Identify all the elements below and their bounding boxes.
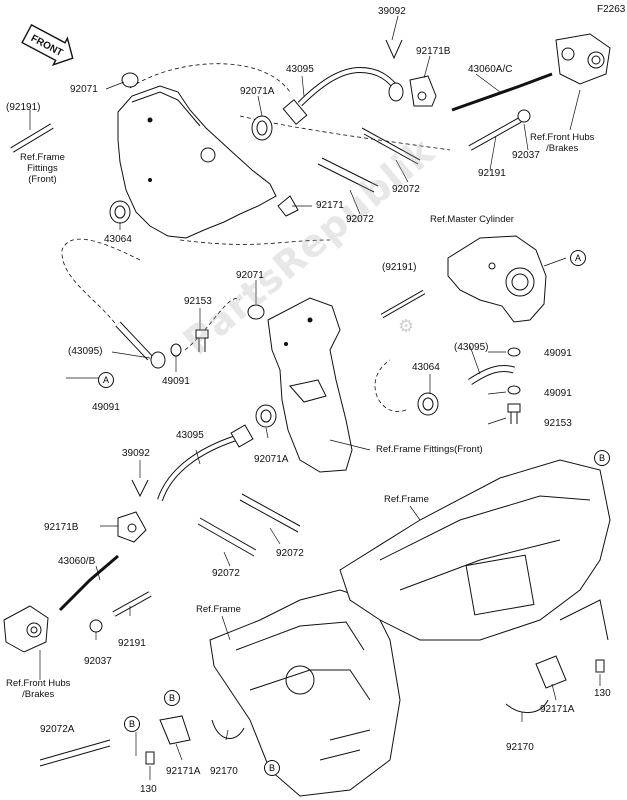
washer-49091-r1 [507, 347, 521, 357]
part-130-right: 130 [594, 688, 611, 699]
grommet-92071a-top [251, 115, 273, 141]
bolt-130-left [145, 751, 155, 765]
bolt-130-right [595, 659, 605, 673]
diagram-id: F2263 [597, 4, 626, 15]
ref-frame-fittings-mid: Ref.Frame Fittings(Front) [376, 444, 483, 455]
bolt-92153-left [195, 329, 209, 352]
part-39092-mid: 39092 [122, 448, 150, 459]
gear-icon: ⚙ [398, 316, 415, 336]
callout-b-bottom: B [264, 760, 280, 776]
part-92191-mid: (92191) [382, 262, 417, 273]
part-43095-mid: 43095 [176, 430, 204, 441]
bolt-92153-right [507, 403, 521, 424]
part-92072-d: 92072 [212, 568, 240, 579]
hose-43095-left [115, 321, 166, 369]
hose-43095-mid [157, 424, 254, 502]
part-92071-top: 92071 [70, 84, 98, 95]
part-92072a: 92072A [40, 724, 75, 735]
frame-fitting-panel-top [117, 85, 277, 239]
part-43095-right: (43095) [454, 342, 489, 353]
part-92170-right: 92170 [506, 742, 534, 753]
caliper-bottom-left [3, 605, 49, 653]
part-92153-right: 92153 [544, 418, 572, 429]
clamp-92170-right [505, 699, 549, 713]
part-92037-top: 92037 [512, 150, 540, 161]
bracket-92171a-left [159, 715, 191, 745]
part-92170-left: 92170 [210, 766, 238, 777]
part-92191-bottom: 92191 [118, 638, 146, 649]
part-49091-left: 49091 [162, 376, 190, 387]
grommet-43064-mid [417, 392, 439, 416]
caliper-top-right [555, 33, 611, 85]
brake-line-43060ac [451, 72, 553, 112]
callout-b-right: B [594, 450, 610, 466]
callout-a-right: A [570, 250, 586, 266]
ref-frame-right: Ref.Frame [384, 494, 429, 505]
part-92191-left: (92191) [6, 102, 41, 113]
part-92037-bottom: 92037 [84, 656, 112, 667]
part-92072-c: 92072 [276, 548, 304, 559]
part-43060ac: 43060A/C [468, 64, 513, 75]
grommet-92071a-mid [255, 404, 277, 428]
part-92171b-mid: 92171B [44, 522, 79, 533]
grommet-92071-top [121, 72, 139, 88]
part-92171: 92171 [316, 200, 344, 211]
clamp-92170-left [211, 719, 245, 739]
part-92071-mid: 92071 [236, 270, 264, 281]
ref-front-hubs-top: Ref.Front Hubs /Brakes [530, 132, 595, 154]
part-92171b-top: 92171B [416, 46, 451, 57]
bracket-92171a-right [535, 655, 567, 689]
ref-frame-left: Ref.Frame [196, 604, 241, 615]
frame-lower-left [209, 589, 401, 797]
part-92171a-right: 92171A [540, 704, 575, 715]
callout-b-lower-left: B [124, 716, 140, 732]
part-92153-left: 92153 [184, 296, 212, 307]
frame-right [339, 459, 611, 641]
clamp-92037-bottom [89, 619, 103, 633]
part-92071a-top: 92071A [240, 86, 275, 97]
clamp-92171 [277, 195, 299, 217]
part-92191-top: 92191 [478, 168, 506, 179]
master-cylinder [447, 235, 547, 323]
frame-fitting-panel-mid [267, 297, 353, 473]
ref-master-cylinder: Ref.Master Cylinder [430, 214, 514, 225]
callout-a-left: A [98, 372, 114, 388]
part-43095-left: (43095) [68, 346, 103, 357]
hose-43095-right [468, 365, 515, 385]
tie-band-92072-top [317, 127, 421, 193]
part-92071a-mid: 92071A [254, 454, 289, 465]
hose-43095-top [282, 66, 404, 125]
ref-frame-fittings-left: Ref.Frame Fittings (Front) [20, 152, 65, 185]
callout-b-left: B [164, 690, 180, 706]
bracket-92171b-mid [117, 511, 147, 543]
bracket-92171b-top [409, 75, 437, 107]
part-43064-mid: 43064 [412, 362, 440, 373]
part-49091-r2: 49091 [544, 388, 572, 399]
part-92072-b: 92072 [346, 214, 374, 225]
brake-line-43060b [58, 554, 119, 612]
clip-39092-top [385, 39, 403, 60]
part-43060b: 43060/B [58, 556, 96, 567]
part-39092-top: 39092 [378, 6, 406, 17]
tie-band-92072a [39, 739, 111, 767]
part-92171a-left: 92171A [166, 766, 201, 777]
part-130-left: 130 [140, 784, 157, 795]
washer-49091-left [170, 343, 182, 357]
part-49091-left2: 49091 [92, 402, 120, 413]
tie-band-92072-mid [197, 493, 301, 557]
clamp-92037-top [517, 109, 531, 123]
part-43064-top: 43064 [104, 234, 132, 245]
clip-39092-mid [131, 479, 149, 498]
part-43095-top: 43095 [286, 64, 314, 75]
grommet-92071-mid [247, 304, 265, 320]
grommet-43064-top [109, 200, 131, 224]
part-49091-r1: 49091 [544, 348, 572, 359]
ref-front-hubs-bottom: Ref.Front Hubs /Brakes [6, 678, 71, 700]
front-arrow-icon: FRONT [21, 23, 74, 67]
part-92072-a: 92072 [392, 184, 420, 195]
washer-49091-r2 [507, 385, 521, 395]
